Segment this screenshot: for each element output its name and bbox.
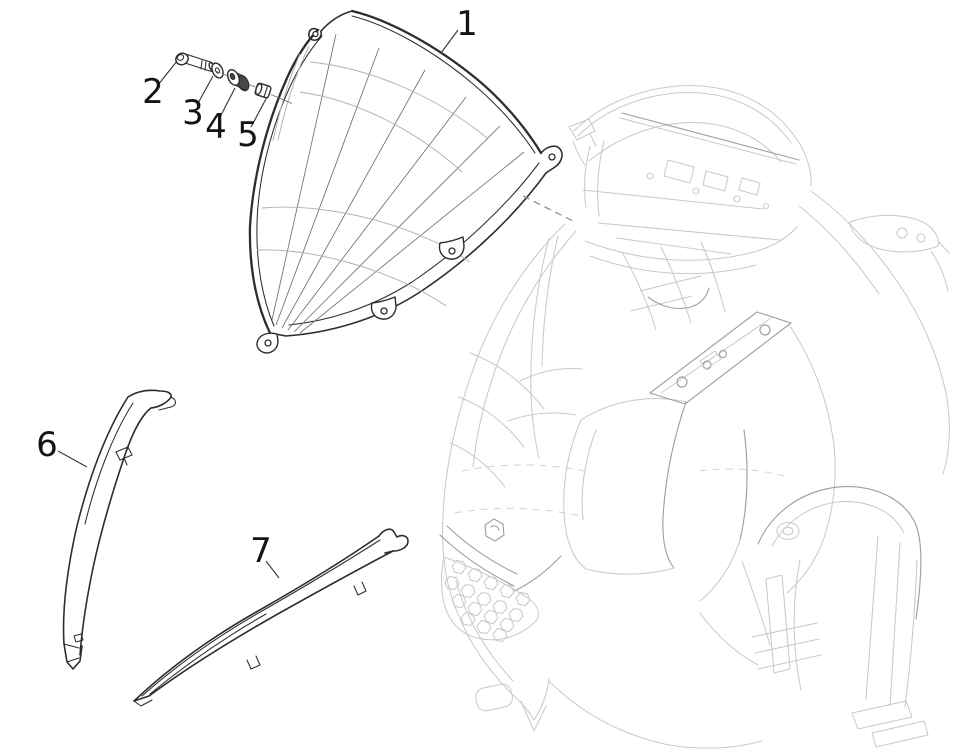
left-trim-part (62, 389, 177, 670)
brand-hexagon-badge-icon (484, 518, 505, 542)
callout-leader-lines (57, 29, 574, 579)
assembly-axis-line (214, 70, 293, 104)
hex-grille (441, 556, 539, 643)
grommet-part (226, 69, 250, 92)
ghost-scooter-body (439, 85, 950, 749)
callout-2: 2 (142, 72, 164, 112)
callout-6: 6 (36, 425, 58, 465)
callout-3: 3 (182, 93, 204, 133)
washer-part (211, 62, 224, 79)
lower-trim-part (133, 528, 409, 707)
screw-part (175, 52, 216, 73)
callout-7: 7 (250, 531, 272, 571)
callout-5: 5 (237, 115, 259, 155)
callout-4: 4 (205, 107, 227, 147)
callout-1: 1 (456, 4, 478, 44)
windscreen-part (248, 9, 563, 354)
spacer-bush-part (254, 82, 272, 99)
